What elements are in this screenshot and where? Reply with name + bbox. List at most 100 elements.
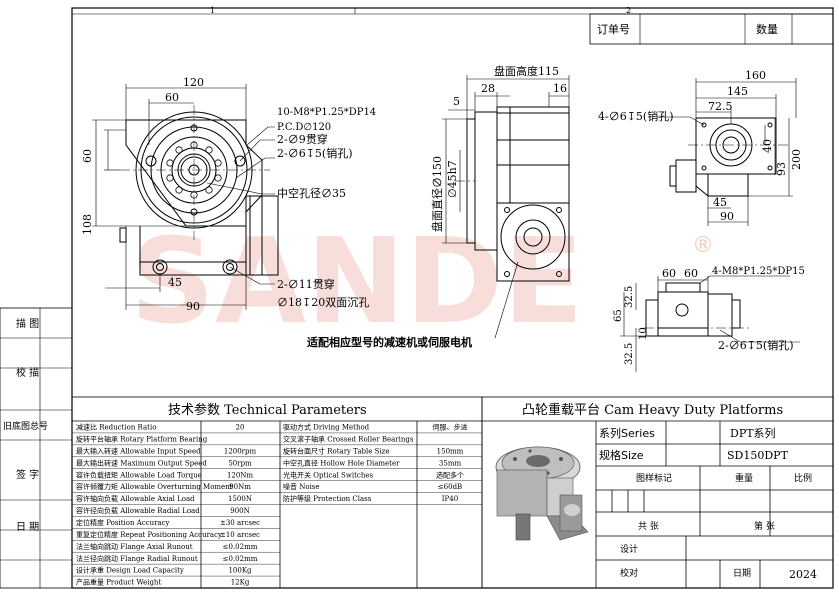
right-view-dims	[658, 78, 797, 226]
tech-row-lines	[72, 432, 482, 577]
dim-right-72-5: 72.5	[708, 100, 733, 113]
dim-front-90: 90	[186, 300, 200, 313]
dim-front-60-v: 60	[81, 149, 94, 163]
tech-right-label: 旋转台面尺寸 Rotary Table Size	[283, 446, 389, 455]
dim-right-40: 40	[761, 139, 774, 153]
tech-right-value: ≤60dB	[438, 483, 462, 491]
side-label-check: 校 描	[16, 366, 39, 379]
model-label: 规格Size	[599, 448, 644, 462]
model-value: SD150DPT	[727, 449, 789, 462]
side-label-date: 日 期	[16, 521, 39, 533]
tech-left-label: 最大输出转速 Maximum Output Speed	[76, 458, 207, 467]
tech-left-value: 50rpm	[228, 459, 252, 467]
front-view	[119, 105, 279, 276]
tech-right-label: 防护等级 Protection Class	[283, 494, 372, 503]
product-image	[495, 446, 589, 541]
tech-left-label: 旋转平台轴承 Rotary Platform Bearing	[76, 435, 208, 444]
note-m8-dp14: 10-M8*P1.25*DP14	[277, 107, 376, 118]
tech-left-label: 减速比 Reduction Ratio	[76, 423, 156, 432]
tech-left-label: 容许负载扭矩 Allowable Load Torque	[76, 470, 202, 479]
dim-right-45: 45	[713, 196, 727, 209]
total-sheets: 共 张	[638, 521, 659, 532]
col-scale: 比例	[794, 472, 812, 484]
dim-front-108: 108	[81, 214, 94, 235]
qty-label: 数量	[756, 23, 778, 36]
note-pcd120: P.C.D∅120	[277, 122, 331, 133]
year-value: 2024	[789, 568, 817, 581]
tech-left-value: 1500N	[228, 495, 252, 503]
dim-br-60-a: 60	[662, 267, 676, 280]
note-br-m8-dp15: 4-M8*P1.25*DP15	[712, 266, 805, 277]
tech-left-value: ≤0.02mm	[223, 555, 258, 563]
note-thru-9: 2-∅9贯穿	[277, 132, 328, 146]
front-view-dims	[92, 84, 275, 310]
sheet-no: 第 张	[754, 520, 775, 532]
order-box	[589, 13, 834, 45]
left-side-strip	[0, 307, 73, 589]
design-label: 设计	[620, 543, 638, 555]
dim-br-32-5-top: 32.5	[624, 286, 635, 308]
date-label: 日期	[733, 568, 751, 579]
note-pin-hole: 2-∅6↧5(销孔)	[277, 146, 353, 160]
dim-side-16: 16	[553, 82, 567, 95]
dim-side-28: 28	[481, 82, 495, 95]
tech-left-rows: 减速比 Reduction Ratio 20 旋转平台轴承 Rotary Platf…	[76, 423, 260, 587]
tech-left-value: ±10 arcsec	[220, 531, 260, 539]
note-br-pin: 2-∅6↧5(销孔)	[718, 338, 794, 352]
tech-right-value: IP40	[442, 495, 458, 503]
dim-side-45h7: ∅45h7	[446, 160, 459, 198]
tech-left-label: 容许径向负载 Allowable Radial Load	[76, 506, 200, 515]
tech-left-label: 法兰轴向跳动 Flange Axial Runout	[76, 542, 193, 551]
tech-left-label: 容许轴向负载 Allowable Axial Load	[76, 494, 195, 503]
side-view-dims	[442, 75, 570, 244]
tech-right-label: 噪音 Noise	[283, 482, 320, 491]
dim-front-45: 45	[168, 276, 182, 289]
note-hollow-35: 中空孔径∅35	[277, 186, 346, 200]
col-weight: 重量	[735, 472, 753, 484]
tech-left-label: 容许倾覆力矩 Allowable Overturning Moment	[76, 482, 233, 491]
dim-right-93: 93	[775, 162, 788, 176]
right-view	[669, 117, 790, 197]
dim-front-60-h: 60	[165, 91, 179, 104]
tech-left-label: 产品重量 Product Weight	[76, 578, 161, 587]
tech-left-value: ≤0.02mm	[223, 543, 258, 551]
order-no-label: 订单号	[597, 23, 630, 36]
tech-left-label: 重复定位精度 Repeat Positioning Accuracy	[76, 530, 222, 539]
dim-table-height: 盘面高度115	[494, 64, 559, 78]
series-value: DPT系列	[730, 426, 776, 440]
col-number-2: 2	[626, 6, 631, 15]
side-view	[455, 106, 570, 282]
col-drawing-mark: 图样标记	[636, 472, 672, 484]
dim-side-5: 5	[453, 95, 460, 108]
col-number-1: 1	[210, 6, 215, 15]
tech-right-label: 驱动方式 Driving Method	[283, 423, 370, 432]
tech-left-value: 100Kg	[228, 567, 252, 575]
motor-leader	[494, 261, 519, 339]
dim-br-32-5-bottom: 32.5	[624, 343, 635, 365]
tech-right-value: 150mm	[437, 447, 464, 455]
dim-right-90: 90	[720, 210, 734, 223]
tech-left-value: 1200rpm	[224, 447, 257, 455]
tech-left-value: 90Nm	[229, 483, 251, 491]
tech-left-value: 20	[236, 424, 245, 432]
side-label-trace: 描 图	[16, 317, 39, 330]
bottom-right-view	[644, 282, 750, 337]
tech-right-value: 选配多个	[436, 470, 464, 479]
dim-right-145: 145	[727, 85, 748, 98]
series-label: 系列Series	[599, 426, 655, 440]
tech-left-label: 最大输入转速 Allowable Input Speed	[76, 446, 201, 455]
tech-left-value: ±30 arcsec	[220, 519, 260, 527]
side-label-old-no: 旧底图总号	[3, 420, 48, 432]
title-block	[481, 396, 834, 589]
dim-br-10: 10	[638, 327, 649, 340]
tech-right-label: 中空孔直径 Hollow Hole Diameter	[283, 458, 400, 467]
bottom-right-dims	[620, 275, 800, 372]
tech-right-value: 35mm	[439, 459, 462, 467]
note-thru-11: 2-∅11贯穿	[277, 277, 335, 291]
dim-right-160: 160	[745, 69, 766, 82]
note-counterbore: ∅18↧20双面沉孔	[277, 296, 369, 309]
note-right-pin: 4-∅6↧5(销孔)	[598, 109, 674, 123]
dim-front-120: 120	[183, 76, 204, 89]
